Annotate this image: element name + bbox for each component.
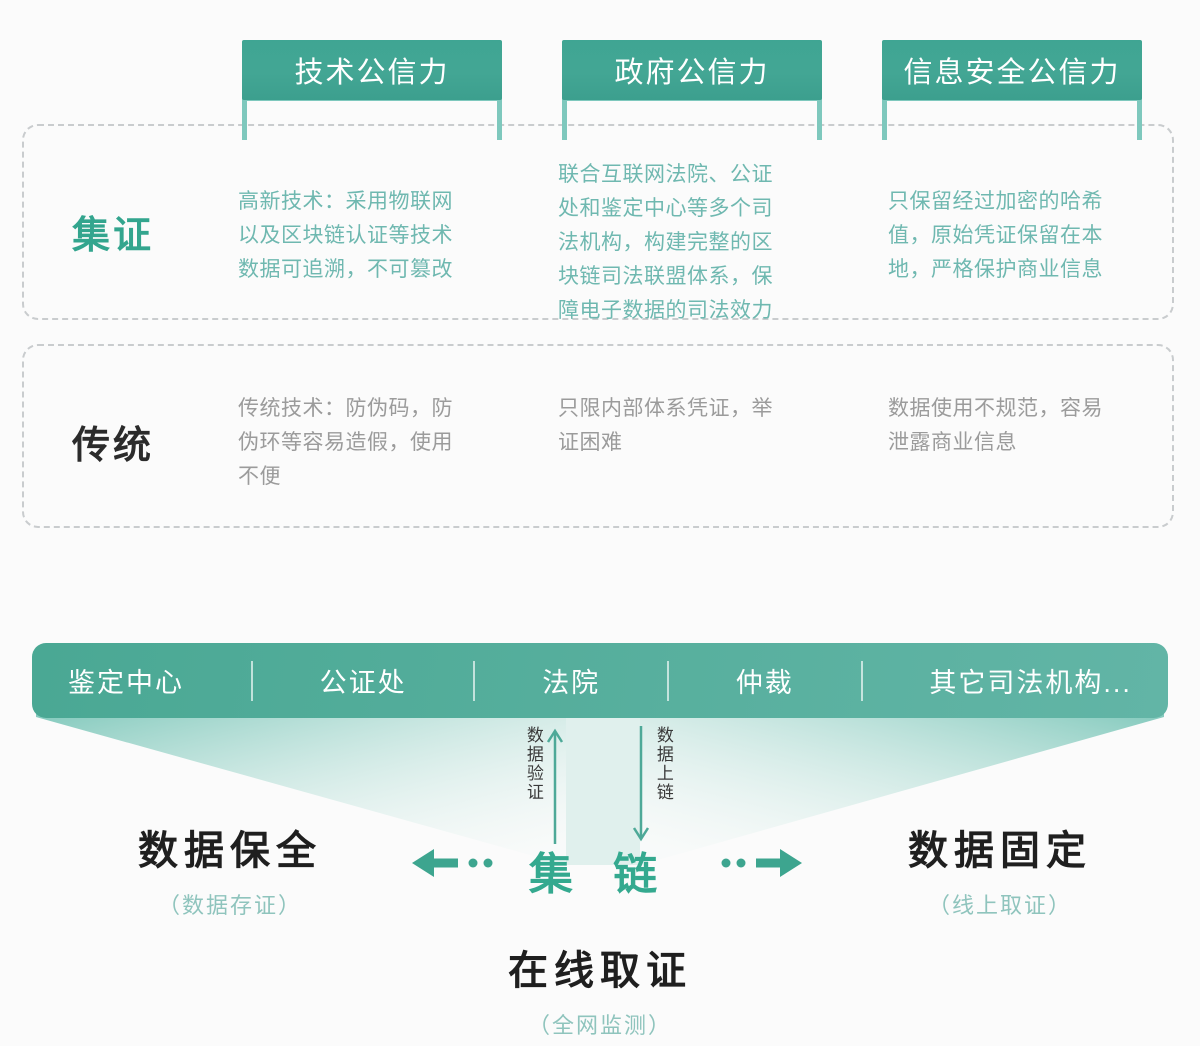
panel-traditional-row: [22, 344, 1174, 528]
tab-label: 技术公信力: [294, 57, 450, 89]
funnel-shape: [36, 705, 1164, 865]
panel-evidence-row: [22, 124, 1174, 320]
flow-label: 数据上链: [653, 726, 673, 802]
footer-subtitle: （全网监测）: [527, 1013, 672, 1038]
bottom-data-fixation: 数据固定 （线上取证）: [830, 818, 1170, 920]
cell-evidence-government: 联合互联网法院、公证 处和鉴定中心等多个司 法机构，构建完整的区 块链司法联盟体…: [558, 163, 773, 322]
bottom-title: 数据保全: [138, 829, 322, 873]
bottom-online-evidence: 在线取证 （全网监测）: [430, 938, 770, 1040]
tab-stem-2: [882, 96, 1142, 140]
institution-item[interactable]: 其它司法机构...: [929, 668, 1132, 698]
bottom-data-preservation: 数据保全 （数据存证）: [60, 818, 400, 920]
tab-stem-0: [242, 96, 502, 140]
row-label-traditional: 传统: [72, 425, 155, 467]
flow-label: 数据验证: [523, 726, 543, 802]
institutions-bar: 鉴定中心 公证处 法院 仲裁 其它司法机构...: [32, 643, 1168, 718]
institution-item[interactable]: 仲裁: [735, 668, 794, 698]
arrow-left-dashed-icon: [412, 849, 493, 877]
flow-data-onchain: 数据上链: [628, 726, 673, 844]
cell-traditional-infosec: 数据使用不规范，容易 泄露商业信息: [888, 397, 1103, 454]
cell-traditional-government: 只限内部体系凭证，举 证困难: [558, 397, 773, 454]
institution-divider: [860, 660, 863, 701]
bottom-subtitle: （数据存证）: [157, 893, 302, 918]
arrow-right-dashed-icon: [721, 849, 802, 877]
row-label-evidence: 集证: [72, 215, 155, 257]
tab-label: 政府公信力: [614, 57, 770, 89]
cell-evidence-technical: 高新技术：采用物联网 以及区块链认证等技术 数据可追溯，不可篡改: [238, 190, 453, 281]
cell-traditional-technical: 传统技术：防伪码，防 伪环等容易造假，使用 不便: [238, 397, 453, 488]
tab-government-credibility[interactable]: 政府公信力: [562, 40, 822, 100]
institution-item[interactable]: 法院: [542, 668, 601, 698]
center-title: 集 链: [528, 850, 672, 899]
bottom-title: 数据固定: [908, 829, 1092, 873]
tab-infosec-credibility[interactable]: 信息安全公信力: [882, 40, 1142, 100]
tab-stem-1: [562, 96, 822, 140]
institution-divider: [666, 660, 669, 701]
institution-item[interactable]: 公证处: [319, 668, 407, 698]
footer-title: 在线取证: [508, 949, 692, 993]
arrow-down-icon: [632, 726, 650, 842]
institution-item[interactable]: 鉴定中心: [68, 668, 184, 698]
flow-data-verification: 数据验证: [524, 726, 568, 844]
tab-label: 信息安全公信力: [903, 57, 1121, 89]
tab-technical-credibility[interactable]: 技术公信力: [242, 40, 502, 100]
bottom-subtitle: （线上取证）: [927, 893, 1072, 918]
cell-evidence-infosec: 只保留经过加密的哈希 值，原始凭证保留在本 地，严格保护商业信息: [888, 190, 1103, 281]
institution-divider: [250, 660, 253, 701]
bottom-center-jilian: 集 链: [460, 838, 740, 902]
arrow-up-icon: [546, 728, 563, 844]
institution-divider: [473, 660, 476, 701]
